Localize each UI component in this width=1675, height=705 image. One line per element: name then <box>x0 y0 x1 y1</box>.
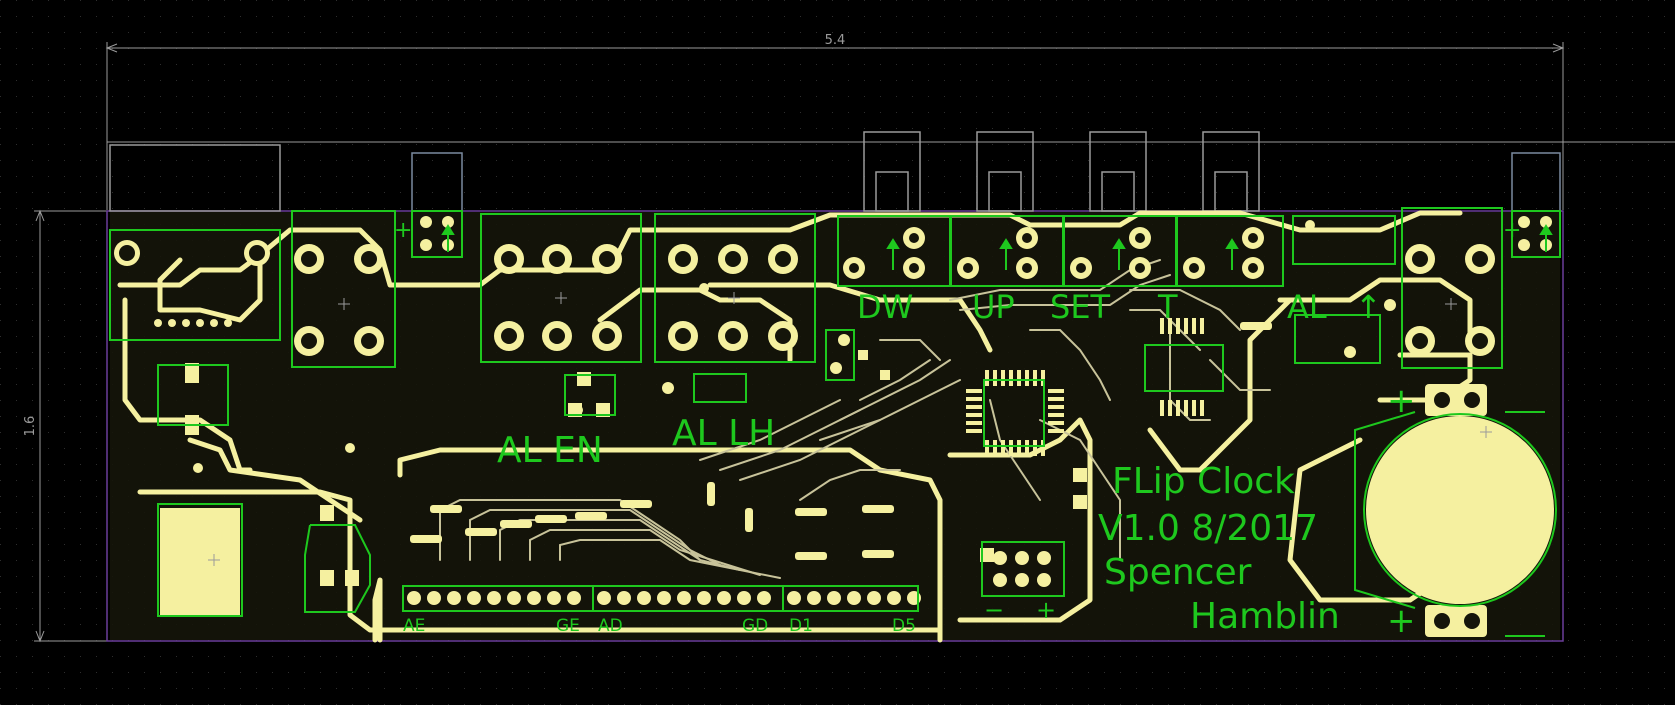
credit-line-1: FLip Clock <box>1112 461 1295 502</box>
button-arrow-icons <box>441 224 1553 270</box>
label-al-lh: AL LH <box>672 413 775 454</box>
label-alarm-arrow: ↑ <box>1355 288 1382 326</box>
label-alarm: AL <box>1287 288 1327 326</box>
isp-plus: + <box>1036 596 1056 624</box>
label-header-ad: AD <box>598 616 623 636</box>
smd-pads <box>185 318 1272 586</box>
label-header-d1: D1 <box>789 616 813 636</box>
label-dw: DW <box>857 288 913 326</box>
battery-plus-bottom: + <box>1387 601 1416 641</box>
label-al-en: AL EN <box>497 430 603 471</box>
header-plus-right: + <box>1503 218 1521 243</box>
label-t: T <box>1157 288 1178 326</box>
credit-line-4: Hamblin <box>1190 596 1340 637</box>
mechanical-outlines <box>109 131 1561 212</box>
height-dimension <box>34 209 107 643</box>
height-dimension-label: 1.6 <box>23 416 38 437</box>
board-outline <box>106 210 1564 642</box>
label-header-ae: AE <box>403 616 425 636</box>
copper-traces <box>117 210 1473 643</box>
width-dimension <box>105 42 1675 210</box>
silkscreen-outlines <box>109 207 1561 637</box>
label-up: UP <box>972 288 1015 326</box>
label-header-ge: GE <box>556 616 580 636</box>
through-hole-pads <box>114 216 1554 637</box>
isp-minus: − <box>984 596 1004 624</box>
credit-line-3: Spencer <box>1104 552 1252 593</box>
label-set: SET <box>1050 288 1111 326</box>
component-origin-markers <box>208 292 1492 566</box>
battery-plus-top: + <box>1387 381 1416 421</box>
label-header-gd: GD <box>742 616 768 636</box>
label-header-d5: D5 <box>892 616 916 636</box>
credit-line-2: V1.0 8/2017 <box>1098 508 1318 549</box>
width-dimension-label: 5.4 <box>825 33 846 48</box>
header-plus-left: + <box>394 218 412 243</box>
